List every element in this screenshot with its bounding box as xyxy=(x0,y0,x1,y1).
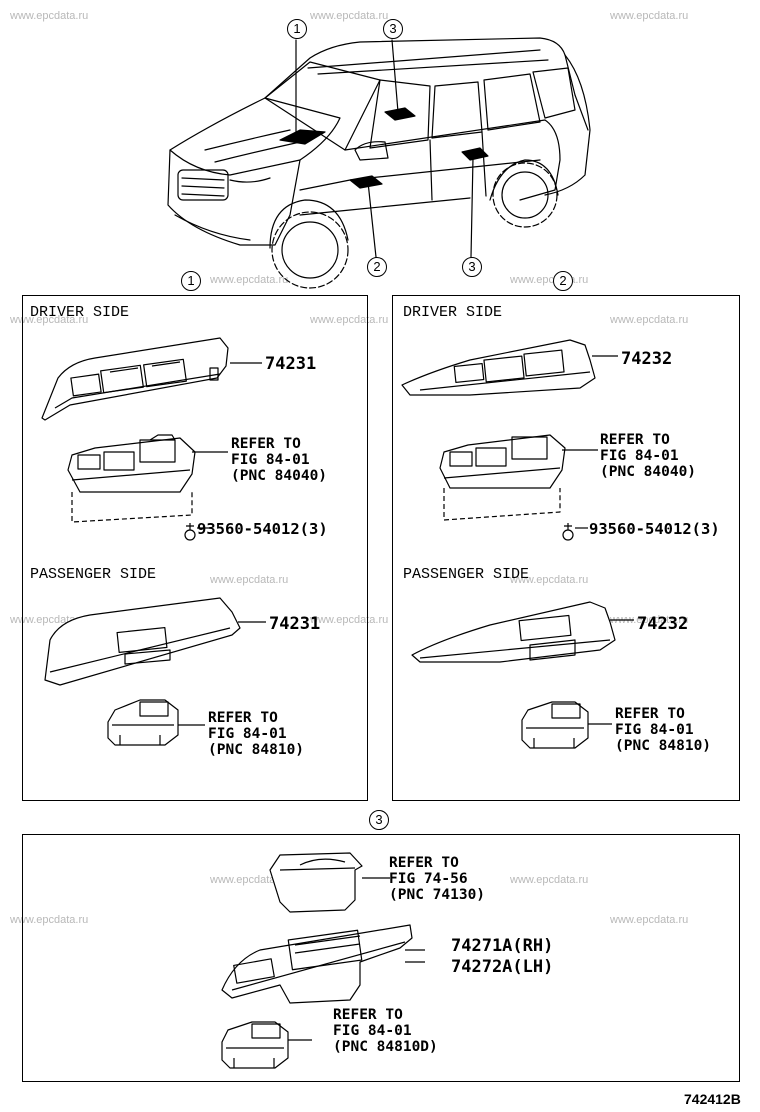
watermark: www.epcdata.ru xyxy=(310,614,389,626)
driver-side-header: DRIVER SIDE xyxy=(403,304,503,321)
refer-to-driver: REFER TO FIG 84-01 (PNC 84040) xyxy=(600,432,697,480)
refer-to-passenger: REFER TO FIG 84-01 (PNC 84810) xyxy=(208,710,305,758)
watermark: www.epcdata.ru xyxy=(210,874,289,886)
panel-1-callout: 1 xyxy=(181,271,201,291)
refer-to-switch: REFER TO FIG 84-01 (PNC 84810D) xyxy=(333,1007,438,1055)
callout-3-car: 3 xyxy=(462,257,482,277)
panel-3: REFER TO FIG 74-56 (PNC 74130) 74271A(RH… xyxy=(22,834,740,1082)
callout-2-car: 2 xyxy=(367,257,387,277)
watermark: www.epcdata.ru xyxy=(510,574,589,586)
panel-2-callout: 2 xyxy=(553,271,573,291)
part-number-74232-passenger: 74232 xyxy=(637,614,689,634)
refer-to-cup-holder: REFER TO FIG 74-56 (PNC 74130) xyxy=(389,855,486,903)
watermark: www.epcdata.ru xyxy=(610,914,689,926)
callout-1-top: 1 xyxy=(287,19,307,39)
watermark: www.epcdata.ru xyxy=(310,314,389,326)
watermark: www.epcdata.ru xyxy=(610,10,689,22)
panel-2: DRIVER SIDE 74232 REFER TO FIG 84-01 (PN… xyxy=(392,295,740,801)
refer-to-driver: REFER TO FIG 84-01 (PNC 84040) xyxy=(231,436,328,484)
watermark: www.epcdata.ru xyxy=(510,874,589,886)
watermark: www.epcdata.ru xyxy=(210,274,289,286)
watermark: www.epcdata.ru xyxy=(610,314,689,326)
vehicle-illustration xyxy=(167,37,591,289)
watermark: www.epcdata.ru xyxy=(210,574,289,586)
part-number-74272a-lh: 74272A(LH) xyxy=(451,957,554,977)
watermark: www.epcdata.ru xyxy=(310,10,389,22)
panel-1: DRIVER SIDE 74231 REFER TO FIG 84-01 (PN… xyxy=(22,295,368,801)
panel-2-parts xyxy=(401,339,634,749)
watermark: www.epcdata.ru xyxy=(610,614,689,626)
part-number-74232-driver: 74232 xyxy=(621,349,673,369)
watermark: www.epcdata.ru xyxy=(10,314,89,326)
part-number-74231-driver: 74231 xyxy=(265,354,317,374)
panel-1-parts xyxy=(41,337,266,746)
panel-3-callout: 3 xyxy=(369,810,389,830)
refer-to-passenger: REFER TO FIG 84-01 (PNC 84810) xyxy=(615,706,712,754)
part-number-74231-passenger: 74231 xyxy=(269,614,321,634)
part-number-74271a-rh: 74271A(RH) xyxy=(451,936,554,956)
callout-3-top: 3 xyxy=(383,19,403,39)
watermark: www.epcdata.ru xyxy=(10,914,89,926)
screw-part-number: 93560-54012(3) xyxy=(589,520,720,538)
screw-part-number: 93560-54012(3) xyxy=(197,520,328,538)
passenger-side-header: PASSENGER SIDE xyxy=(30,566,157,583)
driver-side-header: DRIVER SIDE xyxy=(30,304,130,321)
passenger-side-header: PASSENGER SIDE xyxy=(403,566,530,583)
figure-id: 742412B xyxy=(684,1091,741,1107)
watermark: www.epcdata.ru xyxy=(10,10,89,22)
